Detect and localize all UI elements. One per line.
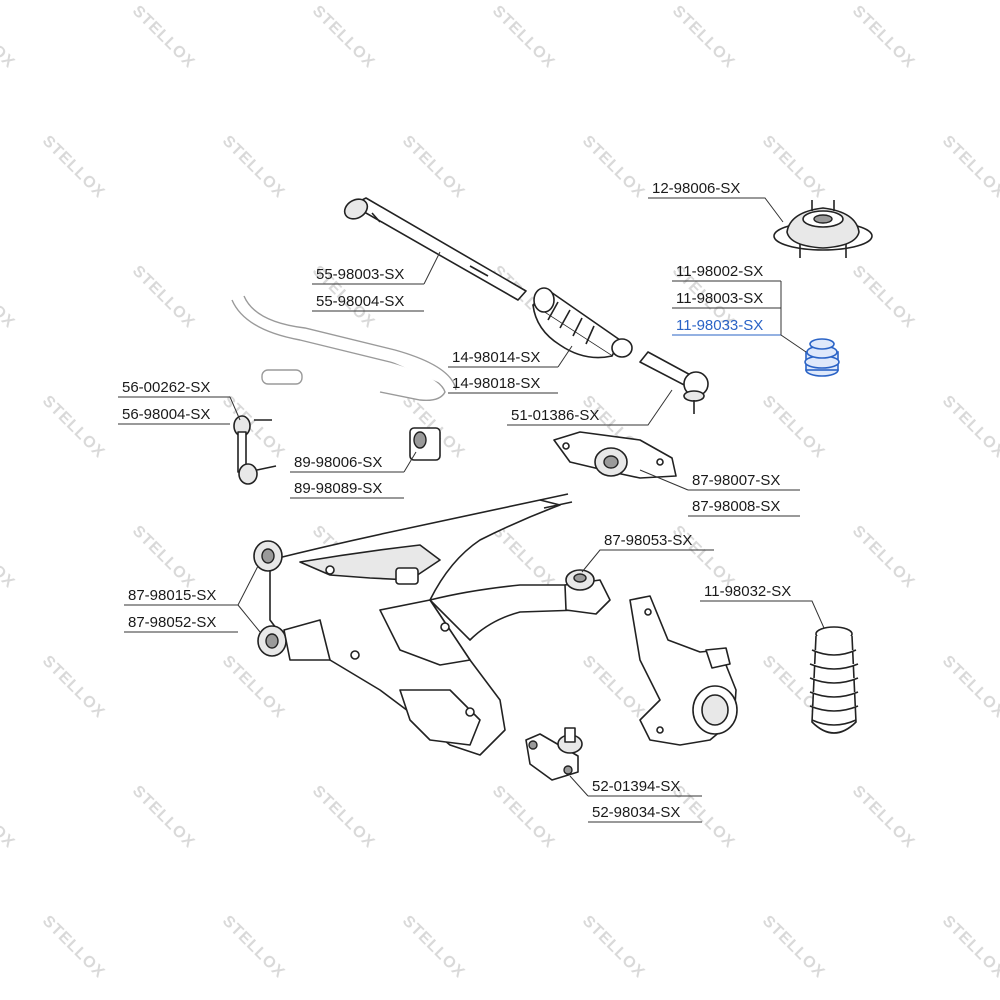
watermark-text: STELLOX [39, 133, 108, 202]
bump-stop-part [804, 338, 840, 377]
watermark-text: STELLOX [759, 393, 828, 462]
callout-stabilizer-bushing: 89-98006-SX 89-98089-SX [290, 451, 417, 499]
watermark-text: STELLOX [219, 393, 288, 462]
callout-tie-rod: 55-98003-SX 55-98004-SX [312, 251, 441, 312]
strut-boot-part [809, 626, 859, 734]
watermark-text: STELLOX [579, 913, 648, 982]
watermark-text: STELLOX [489, 523, 558, 592]
watermark-text: STELLOX [759, 133, 828, 202]
watermark-text: STELLOX [939, 653, 1000, 722]
watermark-text: STELLOX [849, 3, 918, 72]
callout-arm-bushing-ball: 87-98053-SX [581, 532, 714, 573]
watermark-text: STELLOX [129, 523, 198, 592]
label-14-98014: 14-98014-SX [452, 349, 540, 366]
label-11-98003: 11-98003-SX [676, 290, 763, 307]
callout-tie-rod-end: 51-01386-SX [507, 389, 673, 426]
lower-control-arm-part [269, 493, 581, 756]
watermark-layer: STELLOX STELLOX STELLOX STELLOX STELLOX STELL… [0, 3, 1000, 982]
watermark-text: STELLOX [759, 913, 828, 982]
watermark-text: STELLOX [0, 783, 18, 852]
steering-boot-part [532, 287, 633, 359]
callout-stabilizer-link: 56-00262-SX 56-98004-SX [118, 379, 241, 425]
watermark-text: STELLOX [309, 783, 378, 852]
watermark-text: STELLOX [129, 263, 198, 332]
watermark-text: STELLOX [39, 913, 108, 982]
callout-strut-boot: 11-98032-SX [700, 583, 825, 629]
callout-ball-joint: 52-01394-SX 52-98034-SX [569, 775, 702, 823]
label-89-98089: 89-98089-SX [294, 480, 382, 497]
watermark-text: STELLOX [579, 133, 648, 202]
steering-knuckle-part [629, 595, 738, 746]
label-87-98052: 87-98052-SX [128, 614, 216, 631]
label-12-98006: 12-98006-SX [652, 180, 740, 197]
watermark-text: STELLOX [849, 783, 918, 852]
watermark-text: STELLOX [39, 653, 108, 722]
strut-mount-part [773, 200, 873, 258]
label-87-98007: 87-98007-SX [692, 472, 780, 489]
watermark-text: STELLOX [489, 3, 558, 72]
label-52-98034: 52-98034-SX [592, 804, 680, 821]
front-arm-bushings-part [253, 540, 331, 661]
watermark-text: STELLOX [219, 133, 288, 202]
label-87-98053: 87-98053-SX [604, 532, 692, 549]
watermark-text: STELLOX [399, 913, 468, 982]
arm-bushing-ball-part [564, 569, 611, 615]
watermark-text: STELLOX [39, 393, 108, 462]
tie-rod-part [343, 197, 527, 301]
ball-joint-part [525, 727, 583, 781]
label-87-98008: 87-98008-SX [692, 498, 780, 515]
watermark-text: STELLOX [939, 393, 1000, 462]
watermark-text: STELLOX [0, 263, 18, 332]
label-51-01386: 51-01386-SX [511, 407, 599, 424]
stabilizer-link-part [233, 415, 277, 485]
watermark-text: STELLOX [849, 263, 918, 332]
stabilizer-bar-part [231, 295, 457, 402]
watermark-text: STELLOX [309, 3, 378, 72]
watermark-text: STELLOX [129, 783, 198, 852]
label-55-98003: 55-98003-SX [316, 266, 404, 283]
label-56-00262: 56-00262-SX [122, 379, 210, 396]
watermark-text: STELLOX [399, 133, 468, 202]
label-55-98004: 55-98004-SX [316, 293, 404, 310]
watermark-text: STELLOX [939, 913, 1000, 982]
label-14-98018: 14-98018-SX [452, 375, 540, 392]
label-11-98032: 11-98032-SX [704, 583, 791, 600]
tie-rod-end-part [639, 351, 709, 414]
watermark-text: STELLOX [489, 783, 558, 852]
label-56-98004: 56-98004-SX [122, 406, 210, 423]
watermark-text: STELLOX [939, 133, 1000, 202]
label-11-98002: 11-98002-SX [676, 263, 763, 280]
watermark-text: STELLOX [219, 913, 288, 982]
callout-front-arm-bushings: 87-98015-SX 87-98052-SX [124, 565, 261, 633]
stabilizer-bushing-part [409, 427, 441, 461]
callout-strut-mount: 12-98006-SX [648, 180, 784, 223]
watermark-text: STELLOX [219, 653, 288, 722]
label-52-01394: 52-01394-SX [592, 778, 680, 795]
callout-rear-arm-bushing: 87-98007-SX 87-98008-SX [639, 469, 800, 517]
callout-steering-boot: 14-98014-SX 14-98018-SX [448, 345, 573, 394]
watermark-text: STELLOX [0, 523, 18, 592]
label-11-98033: 11-98033-SX [676, 317, 763, 334]
label-87-98015: 87-98015-SX [128, 587, 216, 604]
watermark-text: STELLOX [669, 3, 738, 72]
watermark-text: STELLOX [579, 653, 648, 722]
rear-arm-bushing-part [553, 431, 677, 479]
label-89-98006: 89-98006-SX [294, 454, 382, 471]
watermark-text: STELLOX [849, 523, 918, 592]
watermark-text: STELLOX [0, 3, 18, 72]
watermark-text: STELLOX [129, 3, 198, 72]
callout-bump-stop: 11-98002-SX 11-98003-SX 11-98033-SX [672, 263, 807, 353]
